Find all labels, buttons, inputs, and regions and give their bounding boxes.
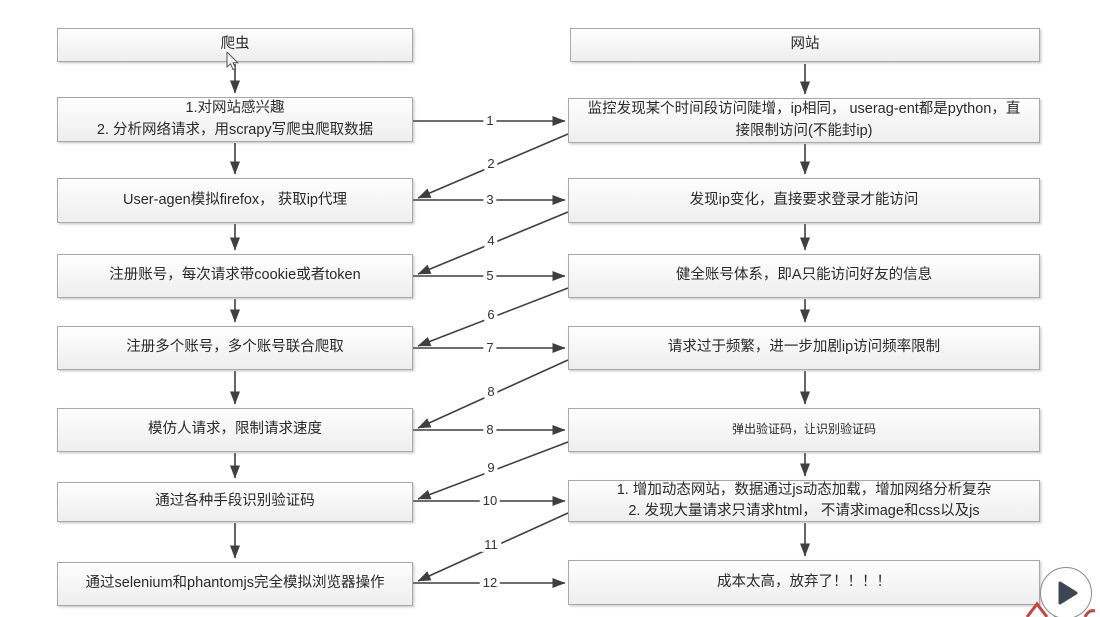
arrow-label: 2 bbox=[484, 156, 498, 172]
website-step-2: 发现ip变化，直接要求登录才能访问 bbox=[568, 178, 1040, 223]
crawler-step-5: 模仿人请求，限制请求速度 bbox=[57, 408, 413, 452]
website-step-6: 1. 增加动态网站，数据通过js动态加载，增加网络分析复杂 2. 发现大量请求只… bbox=[568, 480, 1040, 522]
arrow-label: 8 bbox=[484, 384, 498, 400]
website-step-5: 弹出验证码，让识别验证码 bbox=[568, 408, 1040, 452]
crawler-step-6: 通过各种手段识别验证码 bbox=[57, 482, 413, 522]
website-step-1: 监控发现某个时间段访问陡增，ip相同， userag-ent都是python，直… bbox=[568, 98, 1040, 143]
arrow-label: 11 bbox=[481, 537, 501, 553]
play-button[interactable] bbox=[1040, 567, 1092, 617]
arrow-label: 9 bbox=[484, 460, 498, 476]
crawler-step-4: 注册多个账号，多个账号联合爬取 bbox=[57, 326, 413, 370]
crawler-step-2: User-agen模拟firefox， 获取ip代理 bbox=[57, 178, 413, 223]
crawler-step-7: 通过selenium和phantomjs完全模拟浏览器操作 bbox=[57, 562, 413, 606]
arrow-label: 6 bbox=[484, 307, 498, 323]
arrow-label: 4 bbox=[484, 233, 498, 249]
crawler-step-1: 1.对网站感兴趣 2. 分析网络请求，用scrapy写爬虫爬取数据 bbox=[57, 97, 413, 142]
website-step-7: 成本太高，放弃了！！！！ bbox=[568, 560, 1040, 605]
right-header-box: 网站 bbox=[570, 28, 1040, 62]
arrow-label: 1 bbox=[483, 113, 497, 129]
website-step-4: 请求过于频繁，进一步加剧ip访问频率限制 bbox=[568, 326, 1040, 370]
crawler-step-3: 注册账号，每次请求带cookie或者token bbox=[57, 254, 413, 298]
play-icon bbox=[1058, 581, 1078, 605]
arrow-label: 7 bbox=[483, 340, 497, 356]
arrow-label: 8 bbox=[483, 422, 497, 438]
arrow-label: 12 bbox=[479, 575, 501, 591]
arrow-label: 3 bbox=[483, 192, 497, 208]
arrow-label: 10 bbox=[479, 493, 501, 509]
arrow-label: 5 bbox=[483, 268, 497, 284]
website-step-3: 健全账号体系，即A只能访问好友的信息 bbox=[568, 254, 1040, 298]
left-header-box: 爬虫 bbox=[57, 28, 413, 62]
mouse-cursor-icon bbox=[226, 52, 240, 71]
